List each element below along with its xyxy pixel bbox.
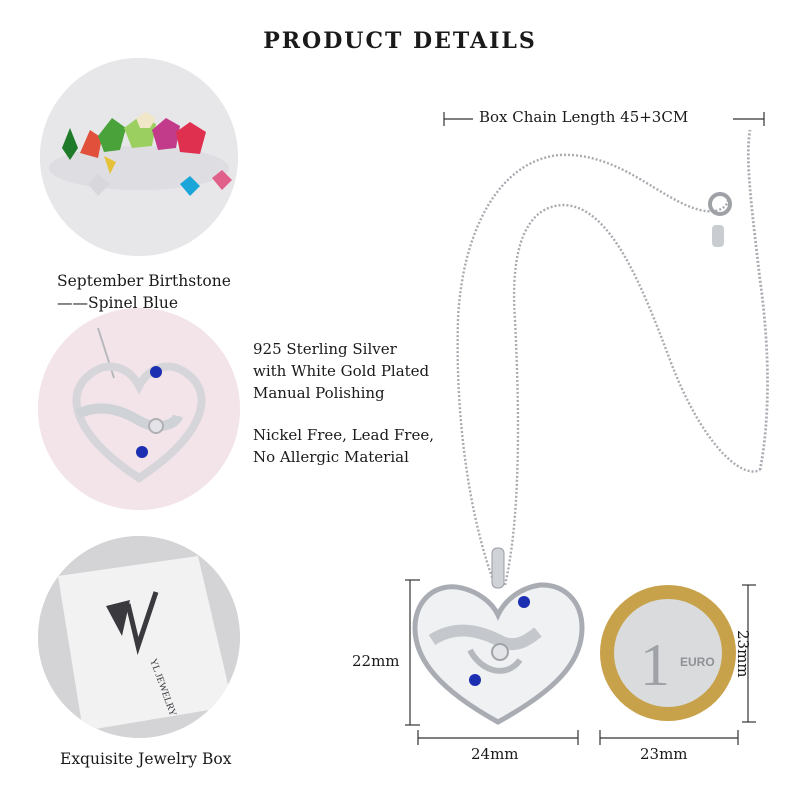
pendant-width-label: 24mm [471, 745, 519, 763]
heart-pendant [412, 547, 585, 725]
gemstones-image [40, 58, 238, 256]
svg-text:1: 1 [640, 632, 670, 698]
jewelry-box-image: YL JEWELRY [38, 536, 240, 738]
birthstone-caption: September Birthstone ——Spinel Blue [57, 272, 231, 312]
coin-width-label: 23mm [640, 745, 688, 763]
euro-coin: 1 EURO [600, 585, 736, 721]
box-chain [456, 129, 769, 586]
clasp [708, 192, 732, 247]
coin-height-label: 23mm [734, 630, 752, 678]
page-title: PRODUCT DETAILS [263, 28, 537, 54]
pendant-closeup-image [38, 308, 240, 510]
safety-specs: Nickel Free, Lead Free, No Allergic Mate… [253, 426, 434, 466]
coin-euro-text: EURO [680, 655, 715, 669]
chain-length-label: Box Chain Length 45+3CM [443, 108, 765, 126]
pendant-height-label: 22mm [352, 652, 400, 670]
dimension-lines [405, 579, 756, 745]
box-caption: Exquisite Jewelry Box [60, 750, 232, 768]
material-specs: 925 Sterling Silver with White Gold Plat… [253, 340, 430, 402]
